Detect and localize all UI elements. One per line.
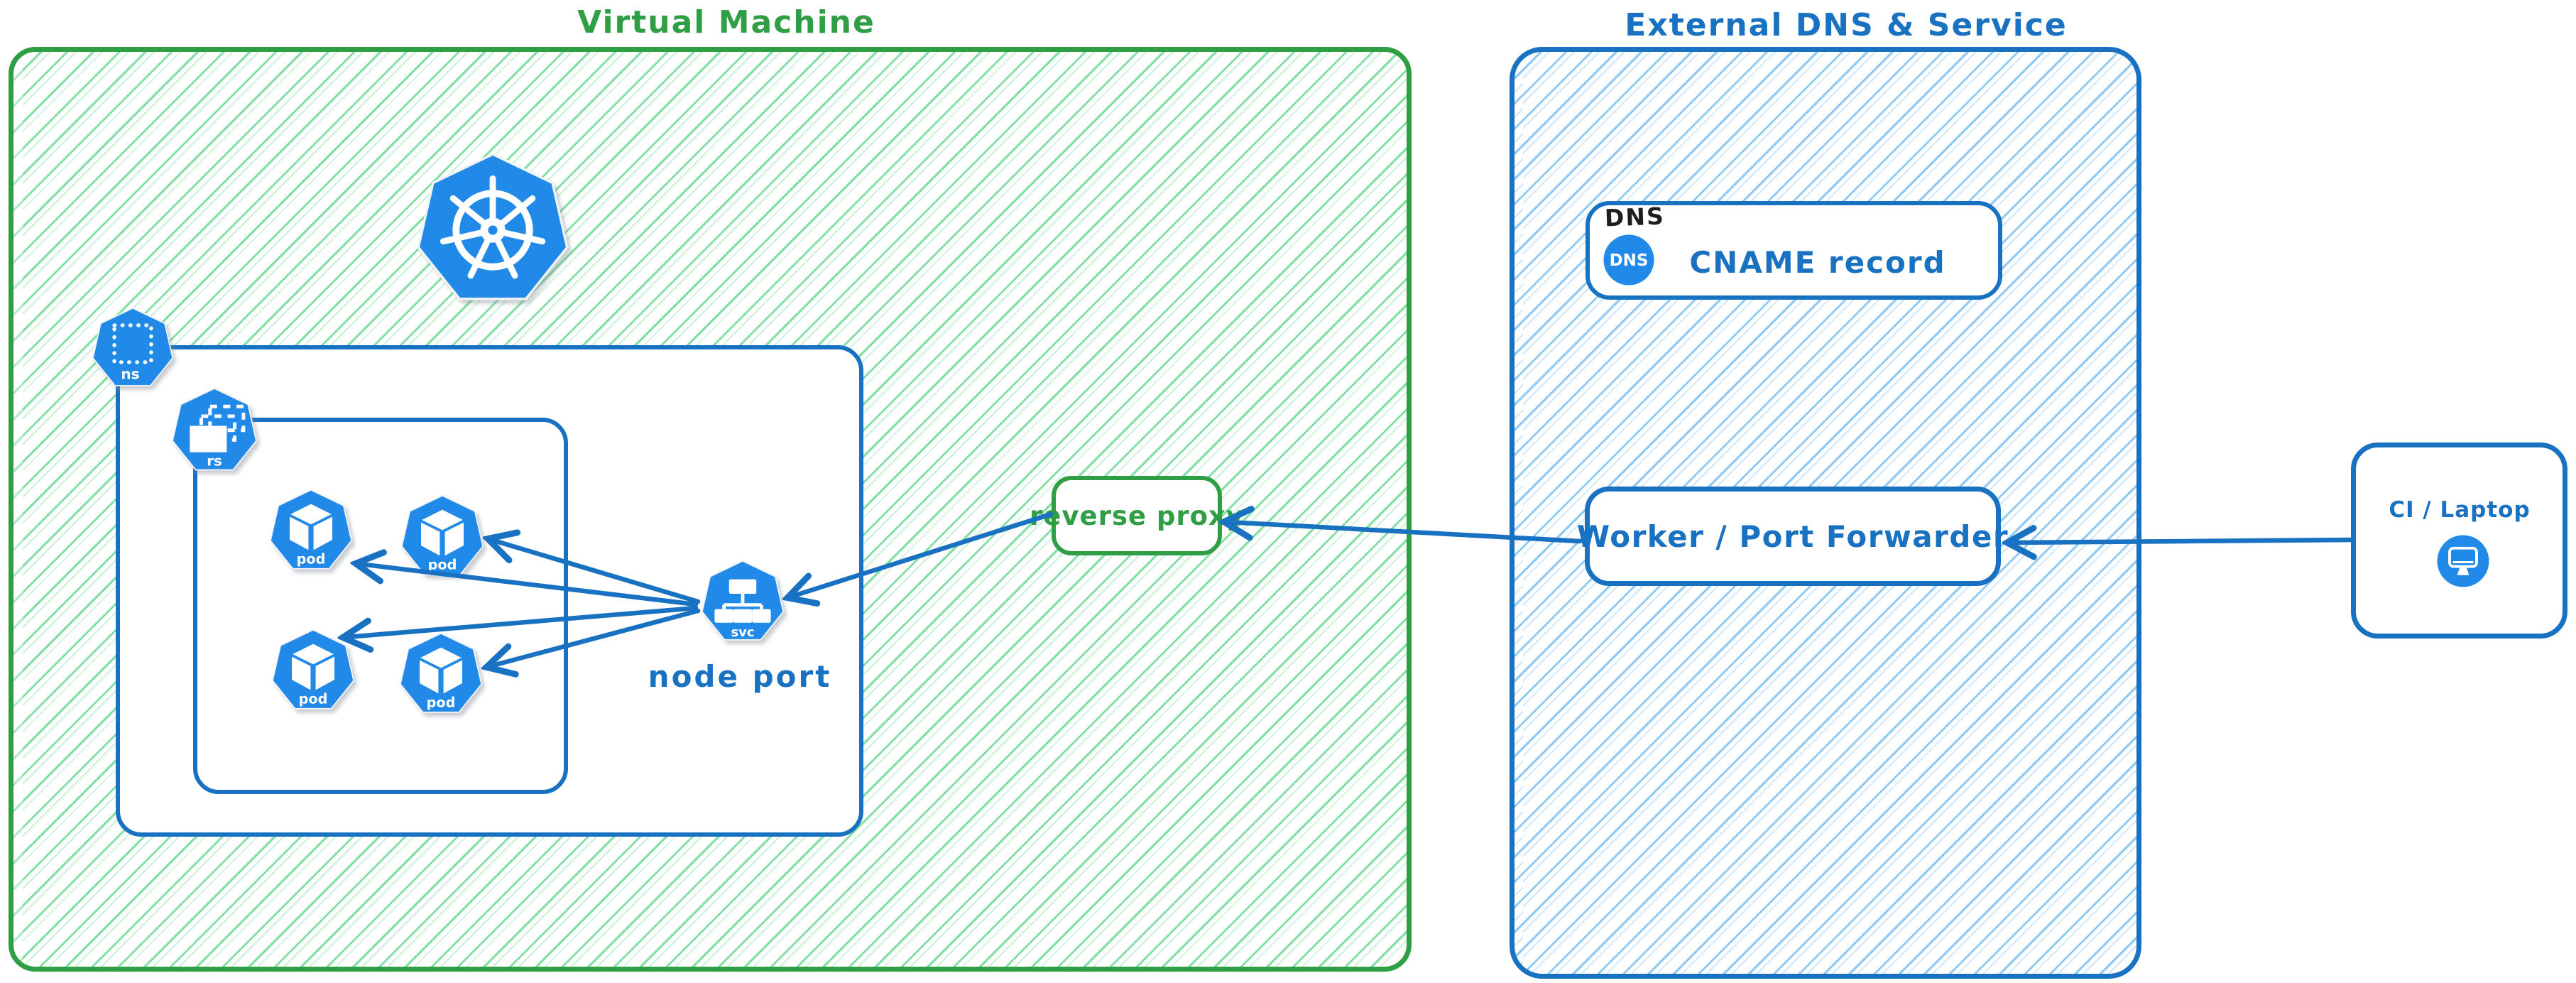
svg-text:rs: rs <box>207 452 222 469</box>
external-title: External DNS & Service <box>1625 7 2068 43</box>
pod-icon: pod <box>400 494 484 575</box>
svg-text:svc: svc <box>731 625 754 640</box>
reverse-proxy-box: reverse proxy <box>1030 476 1243 555</box>
service-icon: svc <box>701 560 785 641</box>
vm-title: Virtual Machine <box>577 4 875 40</box>
svg-text:pod: pod <box>299 691 328 707</box>
pod-icon: pod <box>271 629 355 710</box>
svg-text:pod: pod <box>427 695 456 711</box>
pod-icon: pod <box>399 632 483 713</box>
svg-text:pod: pod <box>297 551 326 567</box>
monitor-icon <box>2437 535 2489 587</box>
reverse-proxy-label: reverse proxy <box>1030 500 1244 531</box>
replicaset-icon: rs <box>171 387 258 471</box>
dns-badge-icon: DNS <box>1603 234 1654 286</box>
svg-text:DNS: DNS <box>1610 251 1649 270</box>
svg-text:pod: pod <box>428 557 457 573</box>
cname-record-label: CNAME record <box>1689 245 1946 280</box>
ci-laptop-label: CI / Laptop <box>2389 497 2531 523</box>
worker-label: Worker / Port Forwarder <box>1576 518 2009 554</box>
node-port-label: node port <box>648 659 832 694</box>
dns-record-box <box>1586 201 2002 300</box>
pod-icon: pod <box>269 489 353 570</box>
svg-text:ns: ns <box>121 365 139 382</box>
worker-port-forwarder-box: Worker / Port Forwarder <box>1577 487 2008 586</box>
namespace-icon: ns <box>92 307 174 386</box>
dns-tag-label: DNS <box>1604 202 1666 232</box>
kubernetes-logo-icon <box>417 153 569 300</box>
